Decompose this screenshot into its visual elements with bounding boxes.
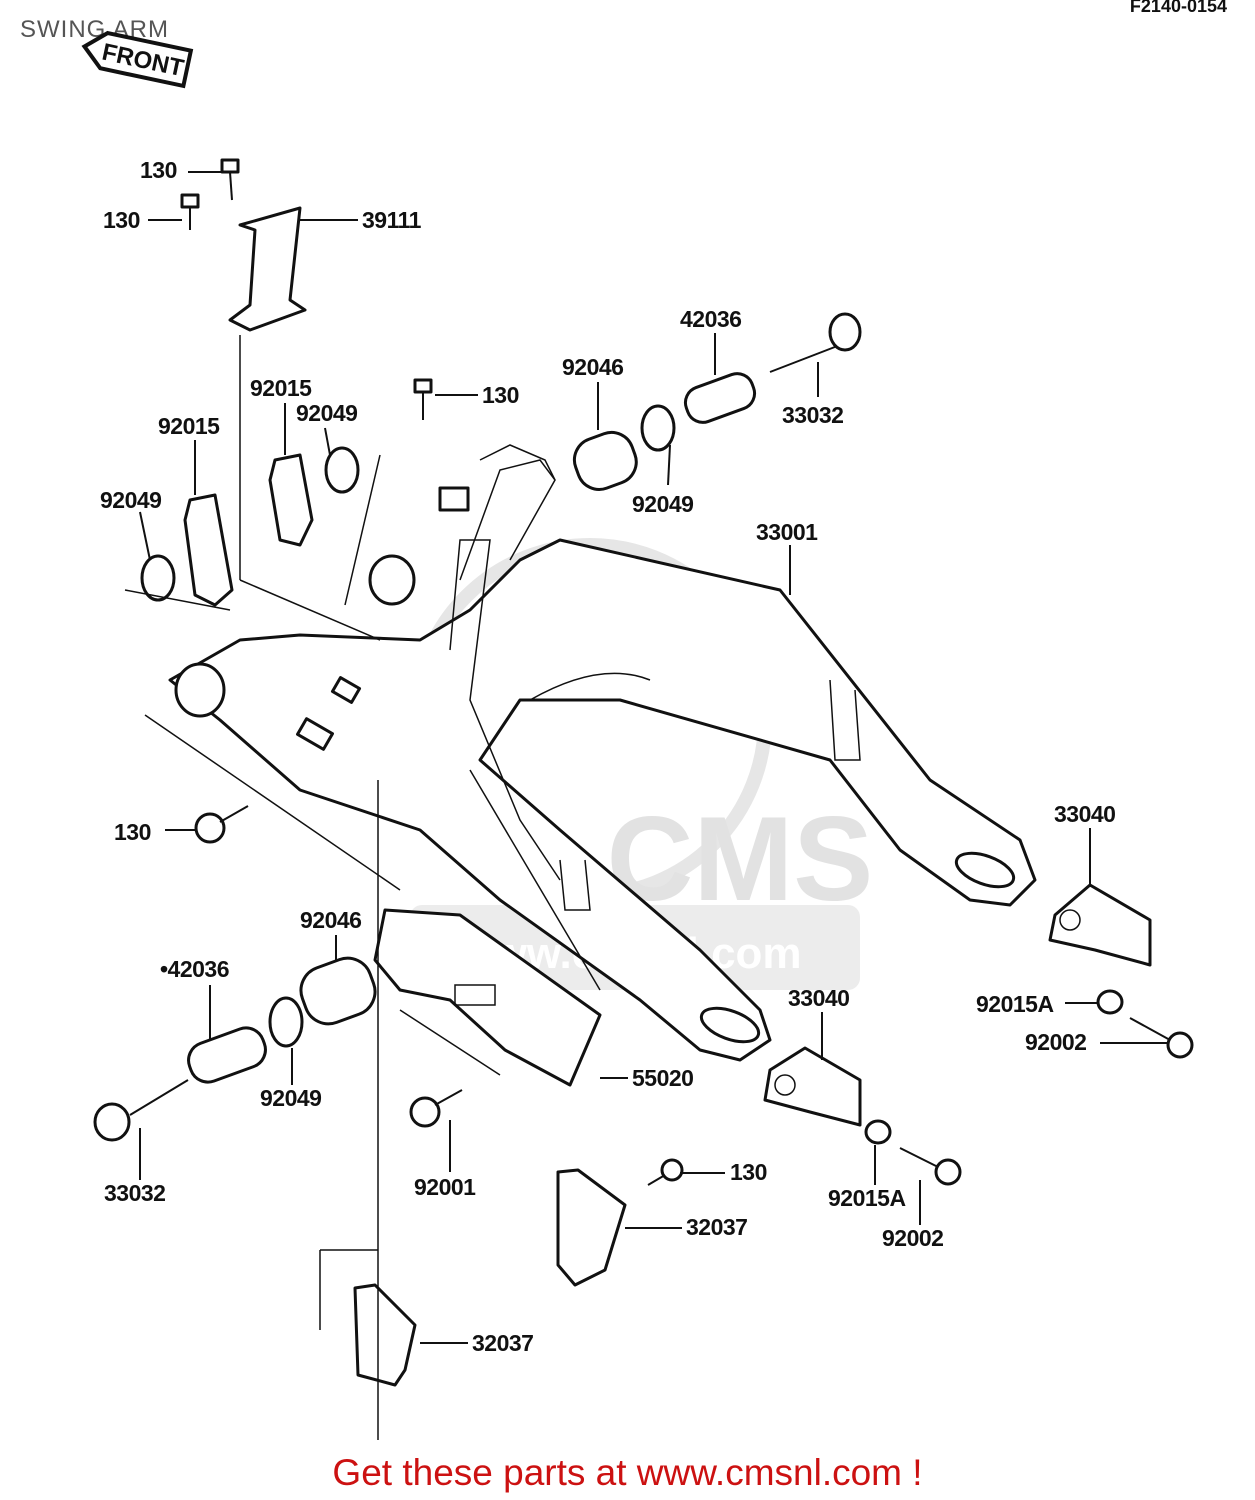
front-arrow-icon: FRONT bbox=[81, 30, 194, 89]
watermark-brand: CMS bbox=[607, 792, 874, 926]
label-130-c: 130 bbox=[482, 382, 519, 408]
label-33001: 33001 bbox=[756, 519, 818, 545]
label-33032-top: 33032 bbox=[782, 402, 843, 428]
bolt-130-b bbox=[180, 193, 200, 230]
label-92015-b: 92015 bbox=[158, 413, 220, 439]
bushing-92046-bottom bbox=[299, 956, 377, 1026]
label-92046-top: 92046 bbox=[562, 354, 623, 380]
label-42036-top: 42036 bbox=[680, 306, 741, 332]
part-labels: 130 130 39111 42036 92046 33032 130 9201… bbox=[100, 157, 1116, 1356]
label-32037-a: 32037 bbox=[686, 1214, 747, 1240]
label-92015-a: 92015 bbox=[250, 375, 312, 401]
washer-92049-b bbox=[140, 554, 176, 602]
bushing-92046-top bbox=[572, 430, 638, 491]
label-92049-a: 92049 bbox=[296, 400, 357, 426]
label-92049-b: 92049 bbox=[100, 487, 161, 513]
bolt-92001 bbox=[409, 1089, 463, 1128]
bolt-33032-top bbox=[769, 312, 862, 373]
washer-92049-c bbox=[640, 404, 676, 452]
label-92001: 92001 bbox=[414, 1174, 476, 1200]
sleeve-42036-top bbox=[683, 372, 757, 424]
plate-32037-b bbox=[353, 1283, 417, 1387]
bolt-92002-a bbox=[1129, 1017, 1194, 1059]
label-92046-bottom: 92046 bbox=[300, 907, 361, 933]
label-33040-b: 33040 bbox=[788, 985, 849, 1011]
bolt-130-c bbox=[413, 378, 433, 420]
label-92015A-a: 92015A bbox=[976, 991, 1054, 1017]
label-92015A-b: 92015A bbox=[828, 1185, 906, 1211]
washer-92049-a bbox=[324, 446, 360, 494]
plate-92015-b bbox=[183, 493, 234, 607]
label-92002-a: 92002 bbox=[1025, 1029, 1086, 1055]
bolt-130-a bbox=[220, 158, 240, 201]
label-130-d: 130 bbox=[114, 819, 151, 845]
bolt-33032-bottom bbox=[93, 1079, 189, 1142]
adjuster-33040-a bbox=[1048, 883, 1152, 967]
label-33040-a: 33040 bbox=[1054, 801, 1115, 827]
nut-92015A-b bbox=[864, 1119, 892, 1145]
label-55020: 55020 bbox=[632, 1065, 693, 1091]
bracket-39111 bbox=[228, 206, 307, 332]
bolt-130-e bbox=[647, 1158, 684, 1186]
label-39111: 39111 bbox=[362, 207, 422, 233]
label-130-b: 130 bbox=[103, 207, 140, 233]
page-title: SWING ARM bbox=[20, 16, 170, 43]
footer-link[interactable]: Get these parts at www.cmsnl.com ! bbox=[332, 1452, 923, 1493]
plate-92015-a bbox=[268, 453, 314, 547]
label-33032-bottom: 33032 bbox=[104, 1180, 165, 1206]
label-92049-c: 92049 bbox=[632, 491, 693, 517]
leader-lines bbox=[124, 171, 1168, 1440]
bolt-92002-b bbox=[899, 1147, 962, 1186]
swing-arm-33001 bbox=[168, 444, 1037, 1062]
label-130-a: 130 bbox=[140, 157, 177, 183]
label-92049-d: 92049 bbox=[260, 1085, 321, 1111]
figure-code: F2140-0154 bbox=[1129, 0, 1227, 16]
plate-32037-a bbox=[556, 1168, 627, 1287]
washer-92049-d bbox=[268, 996, 304, 1048]
chain-guard-55020 bbox=[373, 908, 602, 1087]
label-92002-b: 92002 bbox=[882, 1225, 943, 1251]
sleeve-42036-bottom bbox=[187, 1026, 267, 1084]
nut-92015A-a bbox=[1096, 989, 1124, 1015]
bolt-130-d bbox=[194, 805, 249, 844]
label-42036-bottom: •42036 bbox=[160, 956, 229, 982]
label-32037-b: 32037 bbox=[472, 1330, 533, 1356]
label-130-e: 130 bbox=[730, 1159, 767, 1185]
adjuster-33040-b bbox=[763, 1046, 862, 1127]
